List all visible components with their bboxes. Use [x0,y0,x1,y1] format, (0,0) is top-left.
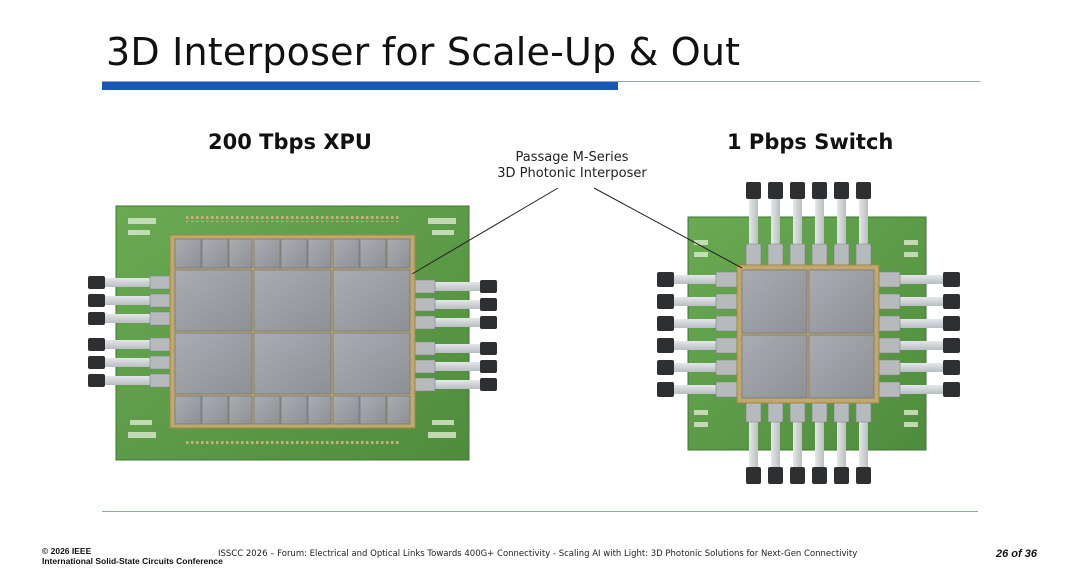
switch-connectors-left [657,272,674,397]
xpu-pad-row-bottom [185,440,400,446]
xpu-fibers-right [432,282,482,389]
xpu-fibers-left [104,278,154,385]
callout-line-2: 3D Photonic Interposer [497,166,647,181]
switch-connectors-bottom [746,467,871,484]
interposer-callout-label: Passage M-Series 3D Photonic Interposer [480,150,664,182]
callout-leader-switch [593,187,743,269]
xpu-connectors-right [480,280,497,391]
switch-heading: 1 Pbps Switch [727,130,894,154]
switch-connectors-right [943,272,960,397]
footer-copyright-line: © 2026 IEEE [42,546,92,556]
switch-connectors-top [746,182,871,199]
xpu-hbm-row-top [174,238,411,269]
title-rule-accent [102,82,618,90]
footer-copyright: © 2026 IEEE International Solid-State Ci… [42,546,223,566]
xpu-hbm-row-bottom [174,395,411,425]
footer-page-number: 26 of 36 [996,548,1037,560]
switch-fibers-top [749,196,868,248]
xpu-package [88,205,497,461]
xpu-heading: 200 Tbps XPU [208,130,372,154]
xpu-ferrules-right [410,279,436,392]
switch-ferrules-left [715,271,741,398]
switch-die [741,269,875,399]
xpu-pad-row-top [185,216,400,222]
switch-fibers-left [672,275,722,394]
callout-leader-xpu [411,187,559,275]
switch-package [657,182,960,484]
xpu-compute-dies [174,269,411,395]
slide-title: 3D Interposer for Scale-Up & Out [106,30,741,74]
switch-ferrules-right [875,271,901,398]
footer-rule [102,511,978,512]
callout-line-1: Passage M-Series [515,150,629,165]
switch-ferrules-top [745,243,872,267]
xpu-connectors-left [88,276,105,387]
footer-session-text: ISSCC 2026 – Forum: Electrical and Optic… [218,549,858,559]
footer-conference-line: International Solid-State Circuits Confe… [42,556,223,566]
title-rule-thin [102,81,980,82]
switch-fibers-right [896,275,946,394]
switch-fibers-bottom [749,418,868,470]
